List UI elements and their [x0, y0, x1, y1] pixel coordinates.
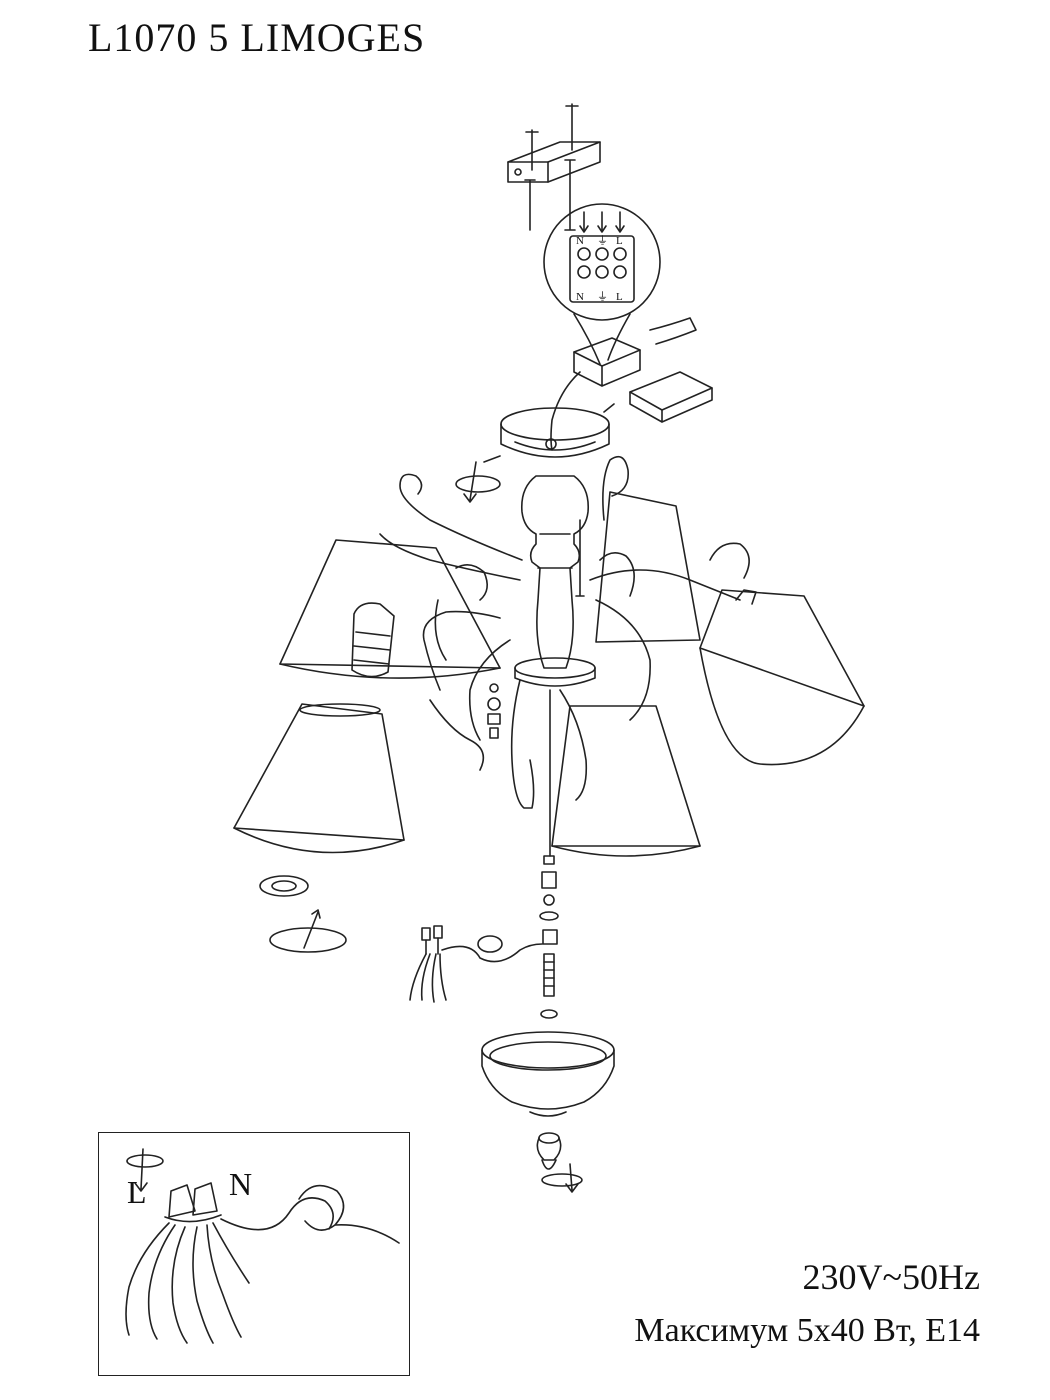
lampshade-lower-center — [551, 705, 701, 857]
arm-scrolls — [379, 455, 750, 809]
terminal-label-n-top: N — [576, 235, 584, 247]
center-rod-parts — [539, 689, 559, 1019]
wiring-detail-inset: L N — [98, 1132, 410, 1376]
terminal-label-n-bottom: N — [576, 291, 584, 303]
central-column — [514, 475, 596, 687]
lampshade-lower-left — [233, 703, 405, 854]
rotate-arrow-shade — [269, 909, 347, 953]
wire-bundle — [409, 925, 543, 1003]
lampshade-upper-right — [595, 491, 701, 643]
mounting-bracket — [507, 141, 601, 183]
shade-ring — [259, 875, 309, 897]
terminal-block — [573, 317, 713, 423]
ceiling-canopy — [483, 403, 615, 463]
rotate-arrow-canopy — [455, 461, 501, 503]
wire-connectors-icon — [164, 1182, 222, 1223]
rotate-arrow-icon — [126, 1148, 164, 1192]
finial — [536, 1132, 562, 1170]
supply-wire — [550, 371, 581, 451]
lampshade-right — [699, 589, 865, 766]
terminal-zoom — [543, 203, 661, 365]
terminal-label-l-top: L — [616, 235, 623, 247]
terminal-label-earth-top: ⏚ — [597, 234, 608, 247]
chain-link-icon — [220, 1184, 400, 1244]
terminal-label-l-bottom: L — [616, 291, 623, 303]
wire-strands — [125, 1222, 250, 1344]
lampshade-upper-left — [279, 539, 501, 679]
mounting-screws — [524, 103, 579, 231]
bottom-bowl — [481, 1031, 615, 1117]
inset-label-l: L — [127, 1174, 147, 1210]
hardware-parts-left — [487, 683, 501, 739]
page-title: L1070 5 LIMOGES — [88, 15, 426, 60]
inset-label-n: N — [229, 1166, 252, 1202]
spec-voltage: 230V~50Hz — [802, 1257, 980, 1297]
rotate-arrow-finial — [541, 1163, 583, 1193]
terminal-label-earth-bottom: ⏚ — [597, 290, 608, 303]
bulb-holder-upper-left — [351, 602, 395, 678]
spec-max-power: Максимум 5x40 Вт, E14 — [634, 1312, 980, 1349]
wiring-detail-drawing: L N — [125, 1148, 400, 1344]
